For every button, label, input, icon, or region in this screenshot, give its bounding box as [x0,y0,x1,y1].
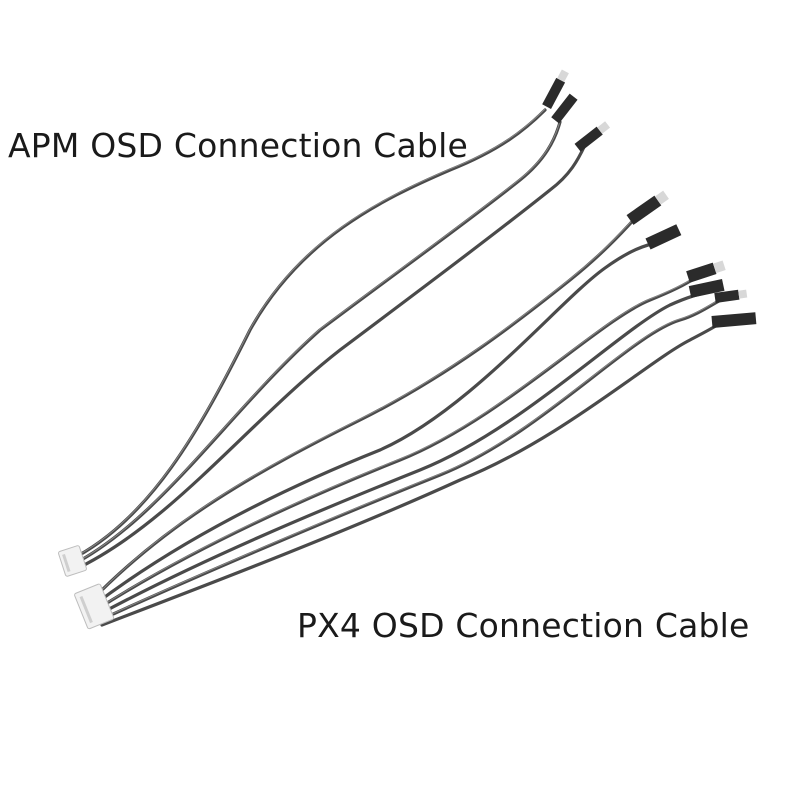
px4-connector-6 [711,312,757,328]
px4-wire-6 [100,320,724,627]
px4-connector-3 [686,260,726,283]
px4-jst-connector [74,583,115,630]
apm-wire-3 [72,143,587,572]
px4-cable [90,213,727,627]
px4-wire-1 [90,213,640,602]
px4-connector-2 [645,224,682,250]
px4-wire-4 [96,290,710,617]
px4-connector-1 [626,190,669,225]
apm-connector-2 [551,93,578,124]
apm-jst-connector [58,545,87,577]
apm-wire-2 [70,120,562,567]
apm-wire-1 [68,108,547,562]
apm-connector-1 [542,69,569,109]
px4-wire-3 [94,276,697,612]
px4-wire-2 [92,240,662,607]
apm-cable [68,108,587,572]
px4-cable-label: PX4 OSD Connection Cable [297,606,750,645]
px4-connector-4 [688,279,725,298]
apm-connector-3 [574,121,611,152]
px4-connector-5 [714,289,748,303]
apm-cable-label: APM OSD Connection Cable [8,126,468,165]
px4-wire-5 [98,296,727,622]
